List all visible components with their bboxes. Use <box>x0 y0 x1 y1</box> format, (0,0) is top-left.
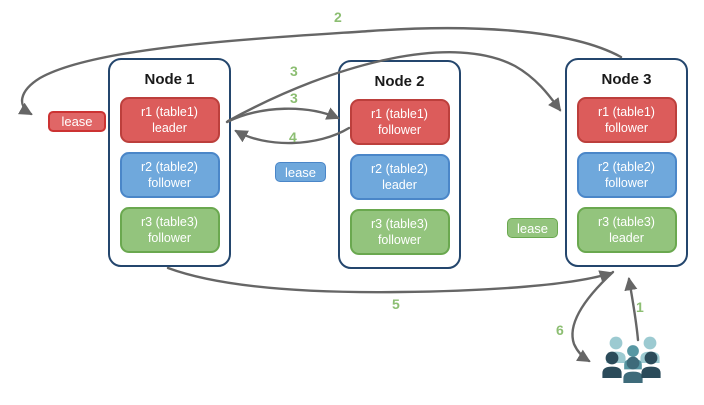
replica-role-label: leader <box>609 231 644 245</box>
replica-role-label: follower <box>604 176 649 190</box>
replica-role-label: follower <box>604 121 649 135</box>
node-2-replica-r1: r1 (table1) follower <box>349 99 450 145</box>
node-3-title: Node 3 <box>601 71 652 88</box>
replica-range-label: r3 (table3) <box>371 216 428 231</box>
node-2-box: Node 2 r1 (table1) follower r2 (table2) … <box>338 60 461 269</box>
node-1-replica-r2: r2 (table2) follower <box>119 152 220 198</box>
step-label-2: 2 <box>334 9 342 25</box>
replica-role-label: follower <box>147 231 192 245</box>
replica-range-label: r2 (table2) <box>598 159 655 174</box>
replica-range-label: r3 (table3) <box>598 214 655 229</box>
step-label-5: 5 <box>392 296 400 312</box>
lease-tag-r2: lease <box>275 162 326 182</box>
step-label-3a: 3 <box>290 63 298 79</box>
node-1-replica-r1: r1 (table1) leader <box>119 97 220 143</box>
node-3-replica-r1: r1 (table1) follower <box>576 97 677 143</box>
replica-range-label: r2 (table2) <box>141 159 198 174</box>
replica-role-label: follower <box>377 123 422 137</box>
replica-role-label: leader <box>152 121 187 135</box>
node-3-replica-r3: r3 (table3) leader <box>576 207 677 253</box>
replica-role-label: leader <box>382 178 417 192</box>
step-label-3b: 3 <box>290 90 298 106</box>
node-3-replica-r2: r2 (table2) follower <box>576 152 677 198</box>
node-3-box: Node 3 r1 (table1) follower r2 (table2) … <box>565 58 688 267</box>
replica-range-label: r1 (table1) <box>141 104 198 119</box>
node-2-title: Node 2 <box>374 73 425 90</box>
node-1-title: Node 1 <box>144 71 195 88</box>
users-icon <box>602 336 661 383</box>
lease-tag-r1: lease <box>48 111 106 132</box>
arrow-step-3-to-node2 <box>225 107 340 124</box>
node-2-replica-r3: r3 (table3) follower <box>349 209 450 255</box>
replica-range-label: r2 (table2) <box>371 161 428 176</box>
lease-tag-r3: lease <box>507 218 558 238</box>
step-label-1: 1 <box>636 299 644 315</box>
replica-range-label: r3 (table3) <box>141 214 198 229</box>
replica-role-label: follower <box>377 233 422 247</box>
replica-range-label: r1 (table1) <box>371 106 428 121</box>
step-label-6: 6 <box>556 322 564 338</box>
node-1-box: Node 1 r1 (table1) leader r2 (table2) fo… <box>108 58 231 267</box>
replica-role-label: follower <box>147 176 192 190</box>
step-label-4: 4 <box>289 129 297 145</box>
node-1-replica-r3: r3 (table3) follower <box>119 207 220 253</box>
replica-range-label: r1 (table1) <box>598 104 655 119</box>
arrow-step-5-return <box>166 266 613 294</box>
node-2-replica-r2: r2 (table2) leader <box>349 154 450 200</box>
